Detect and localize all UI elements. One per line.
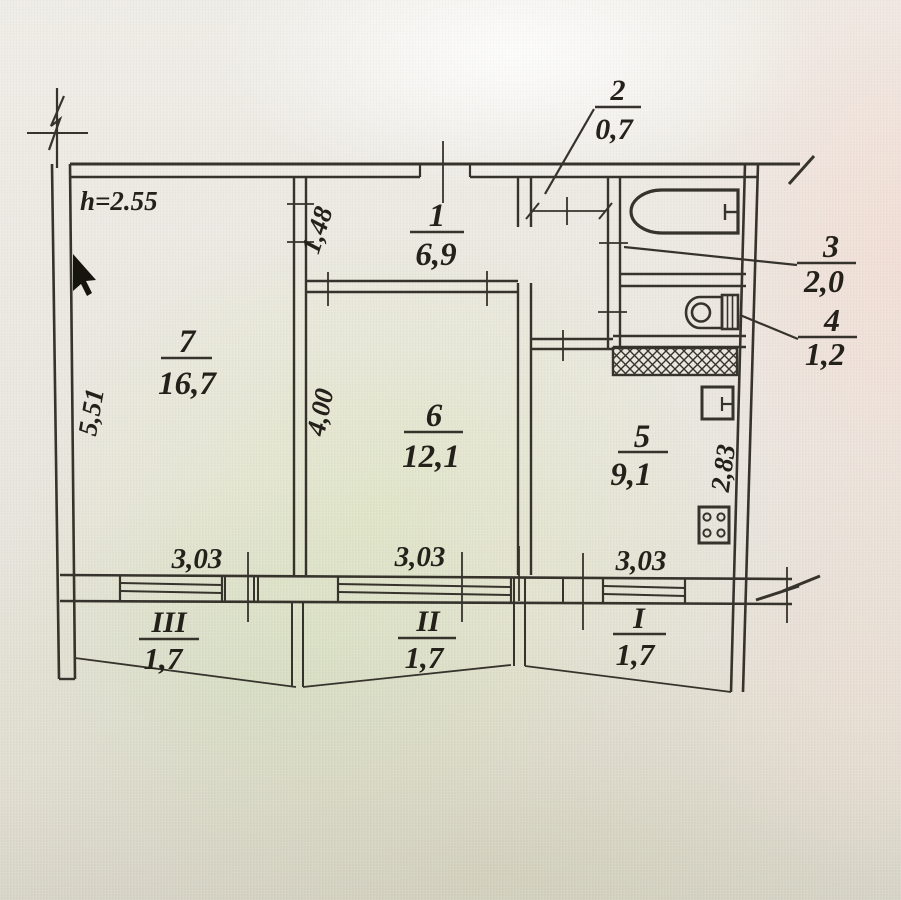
stove-icon: [697, 505, 731, 545]
wc-number-label: 4: [823, 302, 840, 338]
room-labels: h=2.55 7 16,7 1 6,9 2 0,7 3 2,0 4 1,2 5 …: [80, 74, 845, 676]
dim-room6-width-label: 3,03: [394, 541, 446, 573]
room-7-number-label: 7: [179, 324, 197, 360]
exterior-walls: [50, 141, 821, 693]
balcony-III-area-label: 1,7: [144, 641, 184, 676]
sink-icon: [700, 385, 735, 421]
closet-area-label: 0,7: [595, 113, 634, 146]
wc-area-label: 1,2: [805, 336, 845, 372]
closet-door-dimension-line: [525, 197, 613, 225]
balcony-I-area-label: 1,7: [616, 637, 656, 672]
dim-hallway-depth-label: 1,48: [295, 202, 338, 257]
dim-kitchen-width-label: 3,03: [615, 545, 667, 577]
toilet-icon: [684, 293, 740, 331]
window-balcony-II: [336, 576, 513, 603]
bathroom-area-label: 2,0: [803, 263, 844, 299]
dim-room7-depth-label: 5,51: [72, 386, 110, 438]
dim-kitchen-depth-label: 2,83: [705, 443, 741, 495]
mouse-cursor-icon: [73, 254, 96, 296]
balcony-windows: [118, 546, 788, 630]
window-balcony-III: [118, 575, 224, 602]
room-6-area-label: 12,1: [402, 439, 460, 475]
hallway-area-label: 6,9: [415, 237, 456, 273]
kitchen-number-label: 5: [634, 419, 651, 455]
hallway-number-label: 1: [429, 198, 446, 234]
balcony-outlines: [74, 577, 732, 693]
bathtub-icon: [629, 188, 740, 235]
balcony-II-area-label: 1,7: [405, 640, 445, 675]
dim-room7-width-label: 3,03: [171, 543, 223, 575]
balcony-I-number-label: I: [632, 602, 646, 635]
label-leader-lines: [544, 108, 799, 341]
balcony-II-number-label: II: [415, 605, 441, 638]
interior-walls: [287, 177, 746, 575]
wall-break-icon: [27, 88, 88, 168]
bathroom-number-label: 3: [822, 228, 839, 264]
room-6-number-label: 6: [426, 398, 443, 434]
kitchen-area-label: 9,1: [610, 457, 651, 493]
room-7-area-label: 16,7: [158, 366, 217, 402]
window-balcony-I: [601, 578, 687, 604]
ventilation-shaft-hatch: [611, 346, 739, 377]
dimension-labels: 5,51 1,48 4,00 2,83 3,03 3,03 3,03: [72, 202, 741, 577]
closet-number-label: 2: [610, 74, 626, 107]
ceiling-height-label: h=2.55: [80, 186, 158, 216]
label-fraction-lines: [139, 105, 857, 641]
balcony-III-number-label: III: [150, 606, 187, 639]
